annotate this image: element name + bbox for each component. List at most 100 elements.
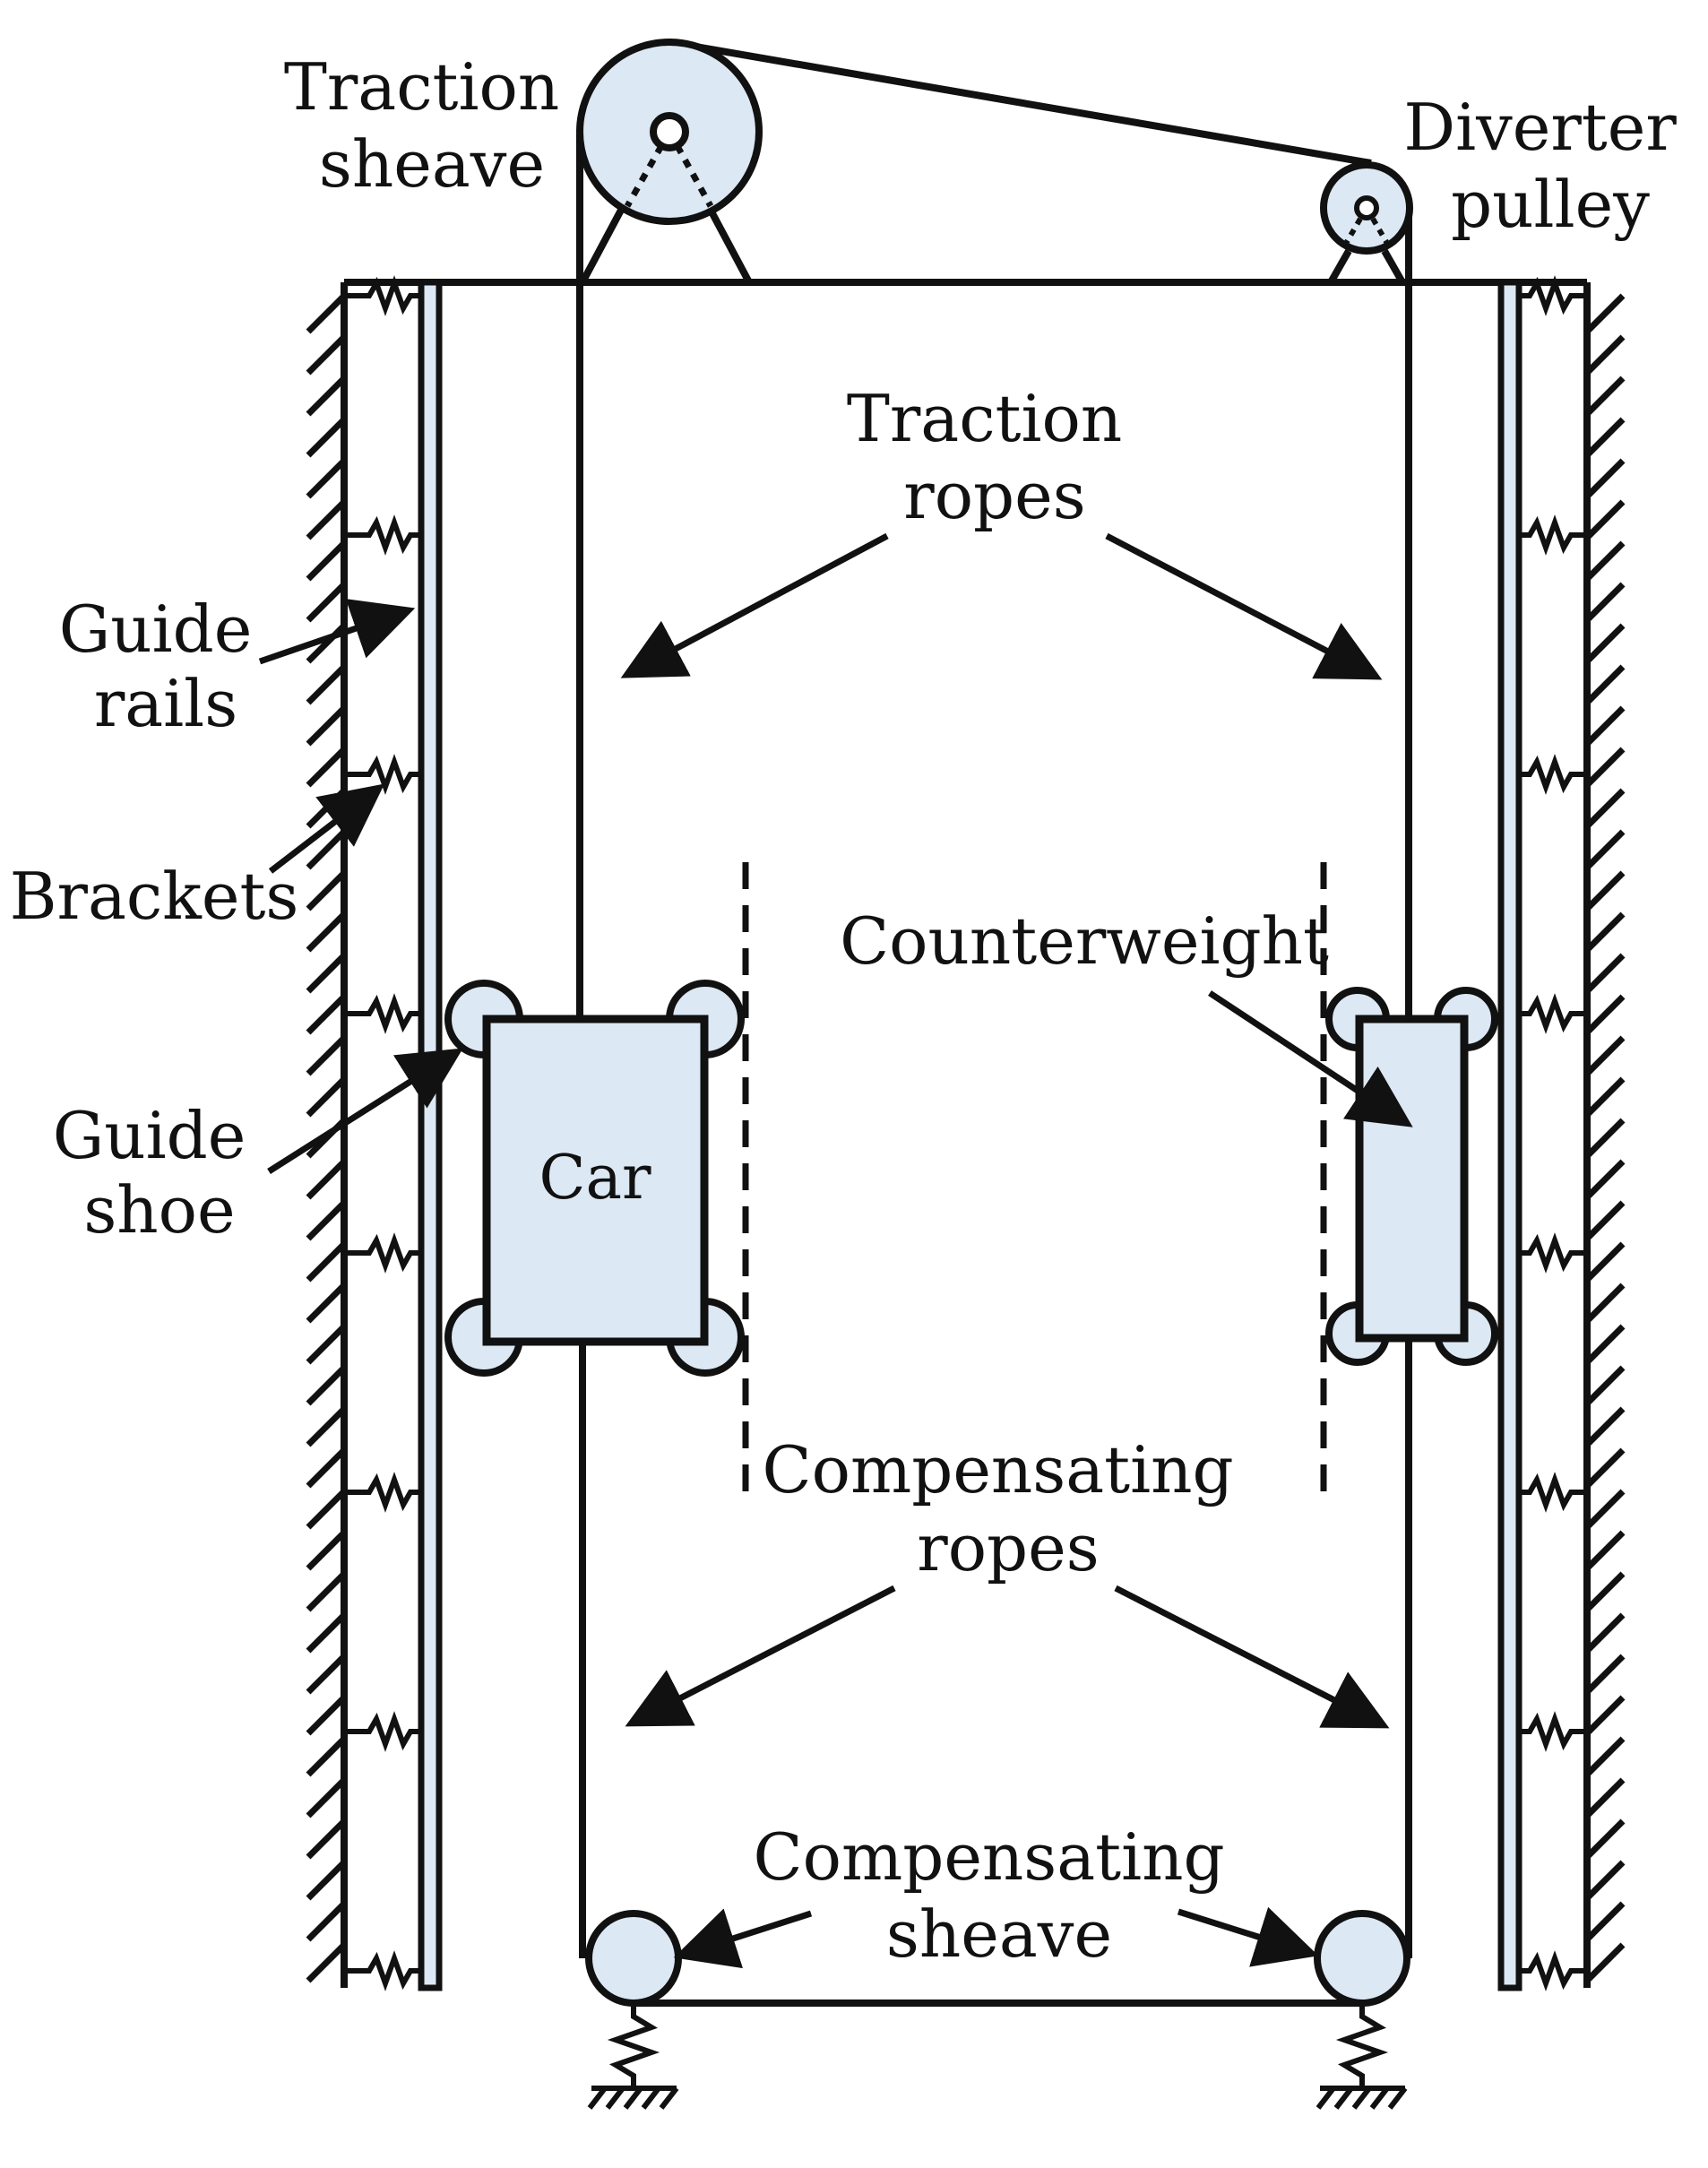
wall-hatch-mark — [1584, 1571, 1626, 1612]
wall-hatch-mark — [306, 1530, 347, 1571]
wall-hatch-mark — [1584, 1283, 1626, 1324]
wall-hatch-mark — [1584, 1118, 1626, 1159]
compensating-ropes-label: Compensating ropes — [763, 1432, 1255, 1585]
wall-hatch-mark — [1584, 1612, 1626, 1654]
spring-left — [607, 2003, 660, 2088]
ground-left — [587, 2086, 679, 2110]
wall-hatch-mark — [1584, 788, 1626, 829]
wall-hatch-mark — [306, 911, 347, 953]
wall-hatch-mark — [306, 1406, 347, 1447]
wall-hatch-mark — [1584, 376, 1626, 417]
wall-hatch-mark — [1584, 1159, 1626, 1200]
wall-hatch-mark — [306, 1447, 347, 1489]
wall-hatch-mark — [1584, 1447, 1626, 1489]
compensating-sheave-left — [585, 1910, 682, 2007]
bracket — [346, 1711, 421, 1752]
wall-hatch-mark — [1584, 1860, 1626, 1901]
wall-hatch-mark — [1584, 1035, 1626, 1076]
wall-hatch-mark — [306, 458, 347, 499]
brackets-left — [346, 275, 421, 1991]
traction-sheave-label: Traction sheave — [284, 49, 580, 202]
wall-hatch-mark — [306, 1489, 347, 1530]
traction-ropes-label: Traction ropes — [847, 381, 1143, 533]
wall-hatch-mark — [1584, 1489, 1626, 1530]
ground-right — [1316, 2086, 1408, 2110]
wall-hatch-mark — [1584, 1777, 1626, 1818]
wall-hatch-mark — [306, 1035, 347, 1076]
wall-hatch-mark — [1584, 747, 1626, 788]
wall-hatch-mark — [1584, 994, 1626, 1035]
wall-hatch-mark — [1584, 1942, 1626, 1983]
wall-hatch-mark — [1584, 499, 1626, 540]
wall-hatch-mark — [1584, 1530, 1626, 1571]
wall-hatch-mark — [1584, 623, 1626, 664]
wall-hatch-mark — [306, 870, 347, 911]
traction-sheave-hub — [650, 112, 689, 151]
wall-hatch-mark — [1584, 1365, 1626, 1406]
wall-hatch-mark — [306, 747, 347, 788]
wall-hatch-mark — [1584, 705, 1626, 747]
wall-hatch-mark — [306, 1365, 347, 1406]
wall-hatch-mark — [1584, 1654, 1626, 1695]
traction-ropes-arrow-left — [620, 532, 889, 678]
wall-hatch-mark — [306, 582, 347, 623]
wall-hatch-mark — [306, 1571, 347, 1612]
bracket — [1519, 1472, 1585, 1513]
brackets-label: Brackets — [10, 859, 299, 934]
bracket — [346, 754, 421, 795]
bracket — [1519, 514, 1585, 556]
bracket — [1519, 993, 1585, 1034]
wall-hatch-mark — [1584, 1736, 1626, 1777]
diverter-pulley-support — [1327, 249, 1406, 284]
brackets-arrow — [268, 783, 385, 874]
bracket — [1519, 1950, 1585, 1991]
wall-hatch-mark — [1584, 458, 1626, 499]
traction-ropes-arrow-right — [1105, 532, 1383, 680]
wall-hatch-mark — [306, 1777, 347, 1818]
bracket — [346, 275, 421, 316]
top-traction-rope — [669, 39, 1372, 167]
wall-hatch-mark — [1584, 911, 1626, 953]
compensating-sheave-right — [1314, 1910, 1410, 2007]
bracket — [346, 1232, 421, 1274]
wall-hatch-mark — [1584, 334, 1626, 376]
wall-hatch-mark — [1584, 1818, 1626, 1860]
right-wall — [1584, 293, 1626, 1983]
wall-hatch-mark — [306, 376, 347, 417]
wall-hatch-mark — [306, 1241, 347, 1283]
bracket — [1519, 754, 1585, 795]
counterweight-label: Counterweight — [840, 903, 1329, 979]
car — [482, 1015, 709, 1346]
spring-right — [1335, 2003, 1389, 2088]
counterweight-arrow — [1208, 990, 1413, 1127]
wall-hatch-mark — [1584, 293, 1626, 334]
guide-shoe-arrow — [267, 1048, 463, 1174]
bracket — [1519, 1232, 1585, 1274]
wall-hatch-mark — [306, 1612, 347, 1654]
wall-hatch-mark — [306, 953, 347, 994]
right-guide-rail — [1497, 279, 1523, 1991]
wall-hatch-mark — [1584, 1695, 1626, 1736]
wall-hatch-mark — [1584, 582, 1626, 623]
wall-hatch-mark — [306, 1860, 347, 1901]
wall-hatch-mark — [306, 994, 347, 1035]
wall-hatch-mark — [306, 1159, 347, 1200]
wall-hatch-mark — [1584, 1901, 1626, 1942]
guide-shoe-label: Guide shoe — [53, 1098, 267, 1248]
compensating-sheave-arrow-right — [1177, 1906, 1319, 1967]
wall-hatch-mark — [1584, 1324, 1626, 1365]
brackets-right — [1519, 275, 1585, 1991]
wall-hatch-mark — [1584, 417, 1626, 458]
bracket — [1519, 275, 1585, 316]
compensating-sheave-arrow-left — [673, 1908, 813, 1969]
wall-hatch-mark — [306, 293, 347, 334]
bracket — [346, 514, 421, 556]
bracket — [346, 993, 421, 1034]
wall-hatch-mark — [306, 1654, 347, 1695]
wall-hatch-mark — [306, 417, 347, 458]
diverter-pulley-hub — [1354, 195, 1379, 220]
wall-hatch-mark — [306, 334, 347, 376]
wall-hatch-mark — [306, 1200, 347, 1241]
bracket — [1519, 1711, 1585, 1752]
